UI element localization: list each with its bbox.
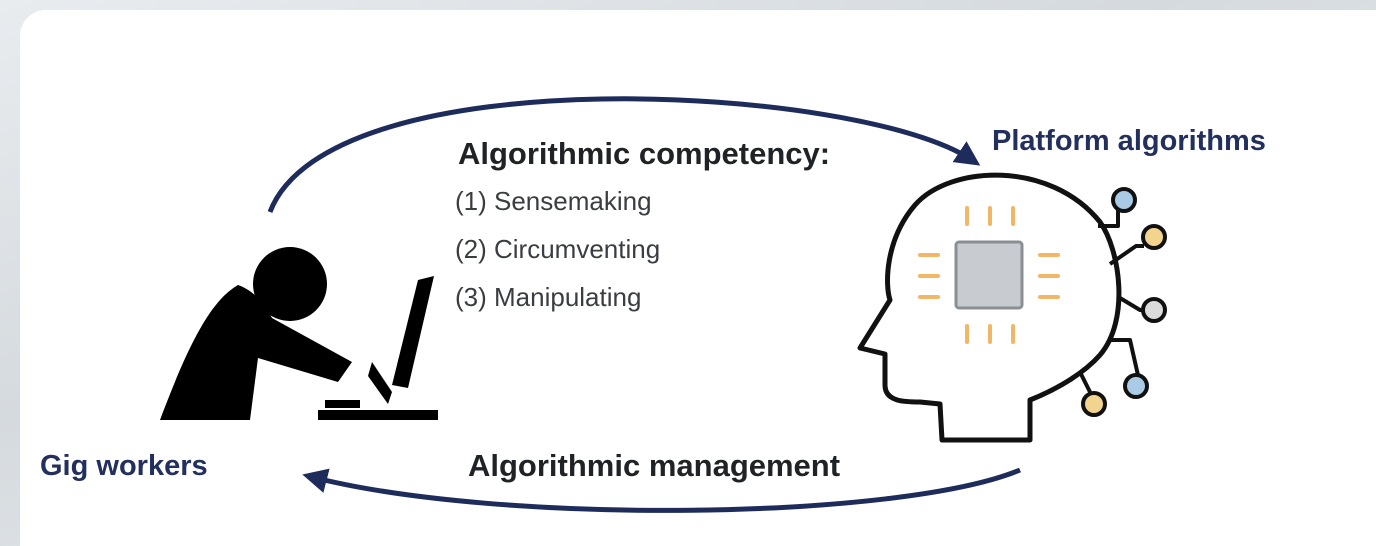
competency-item-manipulating: (3) Manipulating (455, 282, 642, 312)
ai-head-chip-icon (857, 172, 1167, 443)
competency-item-sensemaking: (1) Sensemaking (455, 186, 652, 216)
competency-arrow (267, 96, 981, 213)
platform-algorithms-label: Platform algorithms (992, 125, 1266, 157)
worker-at-computer-icon (160, 247, 438, 420)
gig-workers-label: Gig workers (40, 450, 208, 482)
management-arrow (302, 467, 1021, 513)
competency-title: Algorithmic competency: (458, 136, 831, 171)
algorithmic-management-label: Algorithmic management (468, 448, 841, 483)
competency-item-circumventing: (2) Circumventing (455, 234, 661, 264)
